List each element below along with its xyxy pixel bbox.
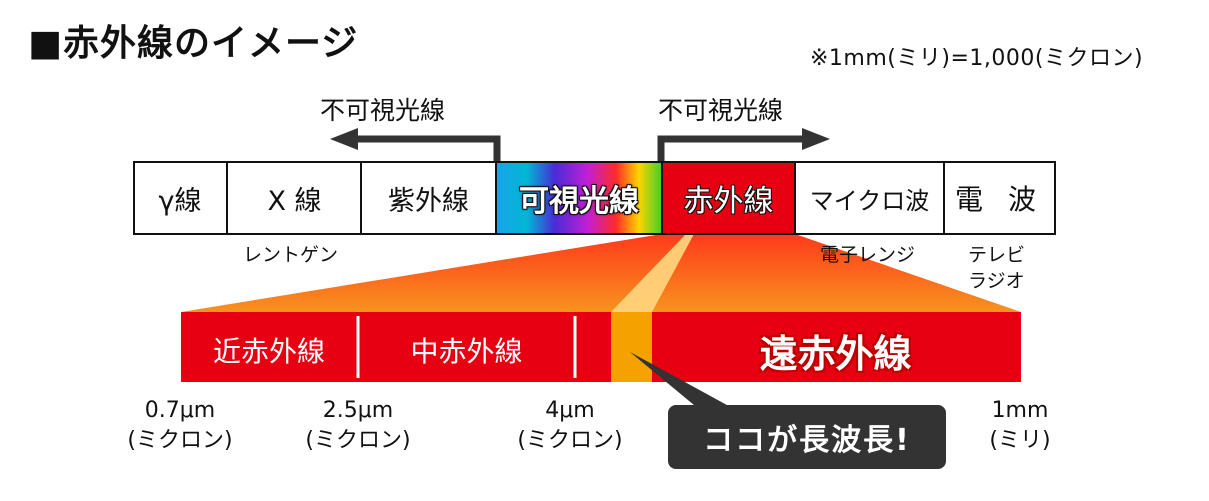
- cell-x-ray: X 線: [267, 185, 322, 217]
- tick-unit: (ミリ): [989, 428, 1051, 453]
- example-radio-line1: テレビ: [968, 244, 1026, 266]
- cell-microwave: マイクロ波: [809, 186, 930, 215]
- band-near-infrared: 近赤外線: [212, 335, 325, 368]
- long-wave-beam: [611, 234, 694, 312]
- cell-gamma-ray: γ線: [158, 185, 202, 217]
- cell-radio-wave: 電 波: [955, 183, 1044, 216]
- example-radio-line2: ラジオ: [968, 270, 1025, 292]
- invisible-light-right-label: 不可視光線: [658, 96, 784, 125]
- callout: [630, 352, 946, 469]
- example-xray: レントゲン: [243, 244, 339, 266]
- spectrum-bar: [133, 161, 1056, 235]
- tick-value: 0.7μm: [144, 398, 216, 423]
- band-far-infrared: 遠赤外線: [759, 331, 912, 376]
- tick-unit: (ミクロン): [517, 428, 623, 453]
- tick-value: 4μm: [545, 398, 595, 423]
- infrared-band-bar: [181, 312, 1021, 382]
- zoom-fan: [181, 234, 1021, 312]
- page-title: ■赤外線のイメージ: [28, 23, 359, 64]
- cell-visible-light: 可視光線: [519, 184, 639, 219]
- band-mid-infrared: 中赤外線: [410, 335, 523, 368]
- example-radio: テレビ ラジオ: [968, 242, 1025, 294]
- cell-ultraviolet: 紫外線: [388, 185, 469, 217]
- example-microwave: 電子レンジ: [820, 244, 916, 266]
- invisible-light-left-label: 不可視光線: [320, 96, 446, 125]
- tick-0-7um: 0.7μm (ミクロン): [110, 396, 250, 456]
- right-arrow: [657, 128, 830, 162]
- tick-value: 1mm: [991, 398, 1049, 423]
- tick-4um: 4μm (ミクロン): [500, 396, 640, 456]
- tick-unit: (ミクロン): [305, 428, 411, 453]
- tick-unit: (ミクロン): [127, 428, 233, 453]
- unit-note: ※1mm(ミリ)=1,000(ミクロン): [810, 46, 1144, 71]
- tick-value: 2.5μm: [322, 398, 394, 423]
- tick-1mm: 1mm (ミリ): [960, 396, 1080, 456]
- cell-infrared: 赤外線: [683, 184, 774, 219]
- callout-text: ココが長波長!: [703, 423, 911, 458]
- tick-2-5um: 2.5μm (ミクロン): [288, 396, 428, 456]
- left-arrow: [330, 128, 501, 162]
